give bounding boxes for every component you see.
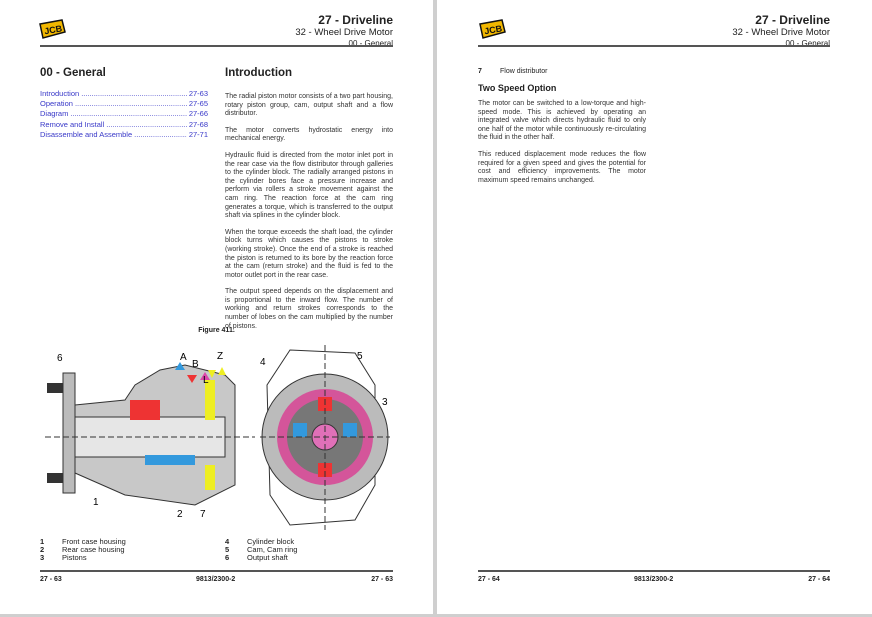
svg-text:6: 6 xyxy=(57,353,63,364)
subsection-title: 00 - General xyxy=(348,38,393,48)
section-title: 32 - Wheel Drive Motor xyxy=(295,26,393,38)
table-of-contents: Introduction............................… xyxy=(40,89,208,140)
jcb-logo: JCB xyxy=(479,19,506,39)
header-rule xyxy=(478,45,830,47)
document-number: 9813/2300-2 xyxy=(196,576,236,583)
svg-text:5: 5 xyxy=(357,351,363,362)
jcb-logo: JCB xyxy=(39,19,66,39)
page-header: 27 - Driveline 32 - Wheel Drive Motor 00… xyxy=(732,13,830,48)
page-header: 27 - Driveline 32 - Wheel Drive Motor 00… xyxy=(295,13,393,48)
svg-text:3: 3 xyxy=(382,397,388,408)
introduction-text: The radial piston motor consists of a tw… xyxy=(225,93,393,330)
section-heading: 00 - General xyxy=(40,67,106,79)
page-number-right: 27 - 63 xyxy=(371,576,393,583)
toc-link[interactable]: Disassemble and Assemble................… xyxy=(40,129,208,139)
section-title: 32 - Wheel Drive Motor xyxy=(732,26,830,38)
motor-cross-section-diagram: ABL Z 6 1 2 7 4 5 3 xyxy=(45,345,390,530)
two-speed-heading: Two Speed Option xyxy=(478,83,557,93)
svg-text:7: 7 xyxy=(200,509,206,520)
toc-link[interactable]: Remove and Install......................… xyxy=(40,119,208,129)
page-number-left: 27 - 64 xyxy=(478,576,500,583)
page-number-right: 27 - 64 xyxy=(808,576,830,583)
page-number-left: 27 - 63 xyxy=(40,576,62,583)
introduction-heading: Introduction xyxy=(225,67,293,79)
page-27-64: JCB 27 - Driveline 32 - Wheel Drive Moto… xyxy=(437,0,872,614)
svg-text:JCB: JCB xyxy=(483,23,503,36)
chapter-title: 27 - Driveline xyxy=(755,13,830,27)
svg-text:1: 1 xyxy=(93,497,99,508)
svg-text:JCB: JCB xyxy=(43,23,63,36)
toc-link[interactable]: Diagram.................................… xyxy=(40,109,208,119)
svg-text:4: 4 xyxy=(260,357,266,368)
document-number: 9813/2300-2 xyxy=(634,576,674,583)
svg-text:B: B xyxy=(192,359,199,370)
footer-rule xyxy=(40,570,393,572)
chapter-title: 27 - Driveline xyxy=(318,13,393,27)
svg-text:2: 2 xyxy=(177,509,183,520)
header-rule xyxy=(40,45,393,47)
two-speed-text: The motor can be switched to a low-torqu… xyxy=(478,100,646,184)
toc-link[interactable]: Operation...............................… xyxy=(40,99,208,109)
figure-caption: Figure 411. xyxy=(198,327,235,334)
svg-text:A: A xyxy=(180,352,187,363)
page-27-63: JCB 27 - Driveline 32 - Wheel Drive Moto… xyxy=(0,0,433,614)
footer-rule xyxy=(478,570,830,572)
svg-text:Z: Z xyxy=(217,351,223,362)
svg-text:L: L xyxy=(203,375,209,386)
subsection-title: 00 - General xyxy=(785,38,830,48)
toc-link[interactable]: Introduction............................… xyxy=(40,89,208,98)
